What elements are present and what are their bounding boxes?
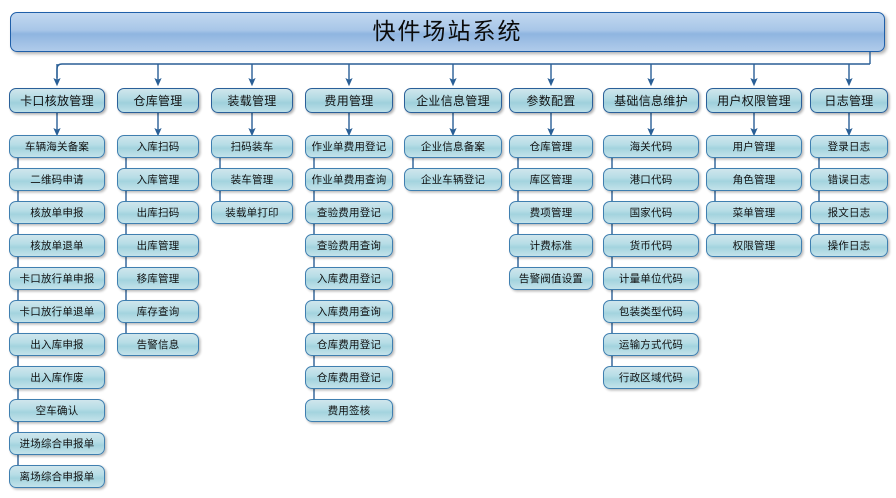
group-header-col-yonghu[interactable]: 用户权限管理: [706, 88, 802, 113]
menu-item[interactable]: 仓库费用登记: [305, 333, 393, 356]
menu-item[interactable]: 仓库管理: [509, 135, 593, 158]
menu-item[interactable]: 离场综合申报单: [9, 465, 105, 488]
menu-item-list-col-feiyong: 作业单费用登记作业单费用查询查验费用登记查验费用查询入库费用登记入库费用查询仓库…: [305, 135, 393, 432]
menu-item[interactable]: 报文日志: [810, 201, 888, 224]
menu-item[interactable]: 作业单费用查询: [305, 168, 393, 191]
group-header-col-kakou[interactable]: 卡口核放管理: [9, 88, 105, 113]
menu-item[interactable]: 菜单管理: [706, 201, 802, 224]
menu-item[interactable]: 核放单申报: [9, 201, 105, 224]
menu-item[interactable]: 港口代码: [603, 168, 699, 191]
column-col-canshu: 参数配置仓库管理库区管理费项管理计费标准告警阀值设置: [509, 88, 593, 290]
menu-item[interactable]: 移库管理: [117, 267, 199, 290]
root-node-label: 快件场站系统: [372, 18, 523, 45]
menu-item[interactable]: 库区管理: [509, 168, 593, 191]
menu-item[interactable]: 计费标准: [509, 234, 593, 257]
menu-item-list-col-rizhi: 登录日志错误日志报文日志操作日志: [810, 135, 888, 267]
menu-item[interactable]: 查验费用登记: [305, 201, 393, 224]
menu-item[interactable]: 空车确认: [9, 399, 105, 422]
root-node-system-title[interactable]: 快件场站系统: [10, 12, 885, 52]
group-header-col-zhuangzai[interactable]: 装载管理: [211, 88, 293, 113]
menu-item-list-col-cangku: 入库扫码入库管理出库扫码出库管理移库管理库存查询告警信息: [117, 135, 199, 366]
menu-item-list-col-yonghu: 用户管理角色管理菜单管理权限管理: [706, 135, 802, 267]
menu-item[interactable]: 企业信息备案: [404, 135, 502, 158]
menu-item[interactable]: 海关代码: [603, 135, 699, 158]
menu-item[interactable]: 行政区域代码: [603, 366, 699, 389]
menu-item[interactable]: 费项管理: [509, 201, 593, 224]
menu-item[interactable]: 角色管理: [706, 168, 802, 191]
menu-item[interactable]: 出入库申报: [9, 333, 105, 356]
menu-item[interactable]: 入库管理: [117, 168, 199, 191]
menu-item[interactable]: 企业车辆登记: [404, 168, 502, 191]
menu-item-list-col-qiye: 企业信息备案企业车辆登记: [404, 135, 502, 201]
column-col-zhuangzai: 装载管理扫码装车装车管理装载单打印: [211, 88, 293, 224]
column-col-feiyong: 费用管理作业单费用登记作业单费用查询查验费用登记查验费用查询入库费用登记入库费用…: [305, 88, 393, 422]
menu-item[interactable]: 用户管理: [706, 135, 802, 158]
menu-item[interactable]: 库存查询: [117, 300, 199, 323]
column-col-yonghu: 用户权限管理用户管理角色管理菜单管理权限管理: [706, 88, 802, 257]
menu-item[interactable]: 扫码装车: [211, 135, 293, 158]
menu-item-list-col-jichu: 海关代码港口代码国家代码货币代码计量单位代码包装类型代码运输方式代码行政区域代码: [603, 135, 699, 399]
menu-item[interactable]: 登录日志: [810, 135, 888, 158]
menu-item[interactable]: 作业单费用登记: [305, 135, 393, 158]
menu-item[interactable]: 出库扫码: [117, 201, 199, 224]
group-header-col-cangku[interactable]: 仓库管理: [117, 88, 199, 113]
menu-item[interactable]: 入库费用查询: [305, 300, 393, 323]
menu-item-list-col-kakou: 车辆海关备案二维码申请核放单申报核放单退单卡口放行单申报卡口放行单退单出入库申报…: [9, 135, 105, 498]
menu-item[interactable]: 包装类型代码: [603, 300, 699, 323]
menu-item[interactable]: 国家代码: [603, 201, 699, 224]
group-header-col-qiye[interactable]: 企业信息管理: [404, 88, 502, 113]
menu-item[interactable]: 装车管理: [211, 168, 293, 191]
column-col-rizhi: 日志管理登录日志错误日志报文日志操作日志: [810, 88, 888, 257]
menu-item[interactable]: 车辆海关备案: [9, 135, 105, 158]
column-col-cangku: 仓库管理入库扫码入库管理出库扫码出库管理移库管理库存查询告警信息: [117, 88, 199, 356]
menu-item[interactable]: 查验费用查询: [305, 234, 393, 257]
menu-item[interactable]: 计量单位代码: [603, 267, 699, 290]
menu-item[interactable]: 错误日志: [810, 168, 888, 191]
group-header-col-jichu[interactable]: 基础信息维护: [603, 88, 699, 113]
menu-item[interactable]: 权限管理: [706, 234, 802, 257]
menu-item-list-col-canshu: 仓库管理库区管理费项管理计费标准告警阀值设置: [509, 135, 593, 300]
menu-item[interactable]: 费用签核: [305, 399, 393, 422]
menu-item[interactable]: 出入库作废: [9, 366, 105, 389]
menu-item[interactable]: 卡口放行单退单: [9, 300, 105, 323]
group-header-col-feiyong[interactable]: 费用管理: [305, 88, 393, 113]
menu-item[interactable]: 入库费用登记: [305, 267, 393, 290]
menu-item[interactable]: 装载单打印: [211, 201, 293, 224]
menu-item[interactable]: 仓库费用登记: [305, 366, 393, 389]
menu-item[interactable]: 运输方式代码: [603, 333, 699, 356]
group-header-col-rizhi[interactable]: 日志管理: [810, 88, 888, 113]
menu-item[interactable]: 卡口放行单申报: [9, 267, 105, 290]
menu-item[interactable]: 核放单退单: [9, 234, 105, 257]
menu-item-list-col-zhuangzai: 扫码装车装车管理装载单打印: [211, 135, 293, 234]
menu-item[interactable]: 入库扫码: [117, 135, 199, 158]
column-col-jichu: 基础信息维护海关代码港口代码国家代码货币代码计量单位代码包装类型代码运输方式代码…: [603, 88, 699, 389]
menu-item[interactable]: 操作日志: [810, 234, 888, 257]
menu-item[interactable]: 告警阀值设置: [509, 267, 593, 290]
menu-item[interactable]: 二维码申请: [9, 168, 105, 191]
menu-item[interactable]: 货币代码: [603, 234, 699, 257]
menu-item[interactable]: 出库管理: [117, 234, 199, 257]
menu-item[interactable]: 进场综合申报单: [9, 432, 105, 455]
column-col-kakou: 卡口核放管理车辆海关备案二维码申请核放单申报核放单退单卡口放行单申报卡口放行单退…: [9, 88, 105, 488]
column-col-qiye: 企业信息管理企业信息备案企业车辆登记: [404, 88, 502, 191]
menu-item[interactable]: 告警信息: [117, 333, 199, 356]
group-header-col-canshu[interactable]: 参数配置: [509, 88, 593, 113]
